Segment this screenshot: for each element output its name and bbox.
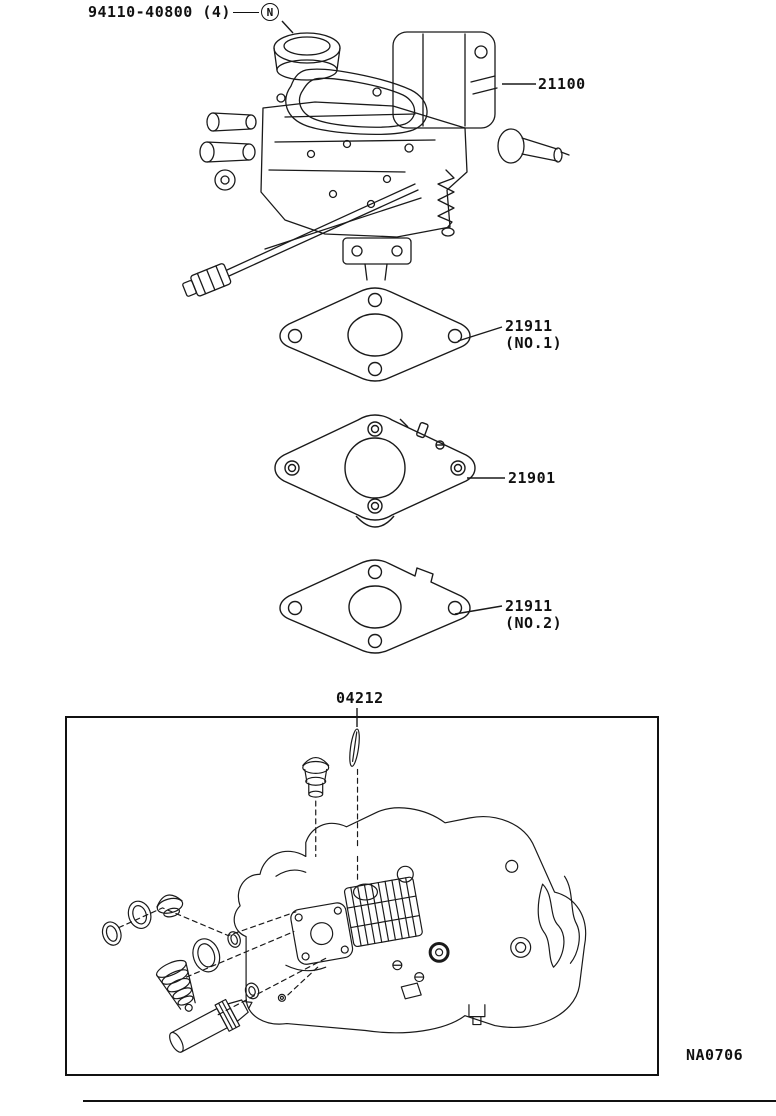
gasket-no1-drawing bbox=[279, 287, 471, 382]
nut-symbol-icon: N bbox=[260, 3, 279, 21]
footer-rule bbox=[83, 1100, 776, 1102]
label-carburetor: 21100 bbox=[538, 76, 586, 93]
carburetor-drawing bbox=[182, 31, 570, 297]
gasket-no1-part-number: 21911 bbox=[505, 317, 553, 335]
carburetor-spacer-drawing bbox=[274, 414, 476, 528]
leader-line bbox=[232, 11, 259, 13]
spacer-part-number: 21901 bbox=[508, 469, 556, 487]
label-gasket-no1: 21911 (NO.1) bbox=[505, 318, 562, 352]
gasket-no2-drawing bbox=[279, 559, 471, 654]
label-kit: 04212 bbox=[336, 690, 384, 707]
gasket-no2-part-number: 21911 bbox=[505, 597, 553, 615]
gasket-kit-drawing bbox=[101, 728, 587, 1053]
carburetor-part-number: 21100 bbox=[538, 75, 586, 93]
nut-symbol-letter: N bbox=[266, 5, 274, 19]
fastener-callout: 94110-40800 (4) N bbox=[88, 3, 279, 21]
kit-box bbox=[65, 716, 659, 1076]
page-code: NA0706 bbox=[686, 1046, 744, 1064]
fastener-part-number: 94110-40800 (4) bbox=[88, 3, 231, 21]
label-spacer: 21901 bbox=[508, 470, 556, 487]
label-gasket-no2: 21911 (NO.2) bbox=[505, 598, 562, 632]
kit-part-number: 04212 bbox=[336, 689, 384, 707]
gasket-no2-note: (NO.2) bbox=[505, 614, 563, 632]
gasket-no1-note: (NO.1) bbox=[505, 334, 563, 352]
